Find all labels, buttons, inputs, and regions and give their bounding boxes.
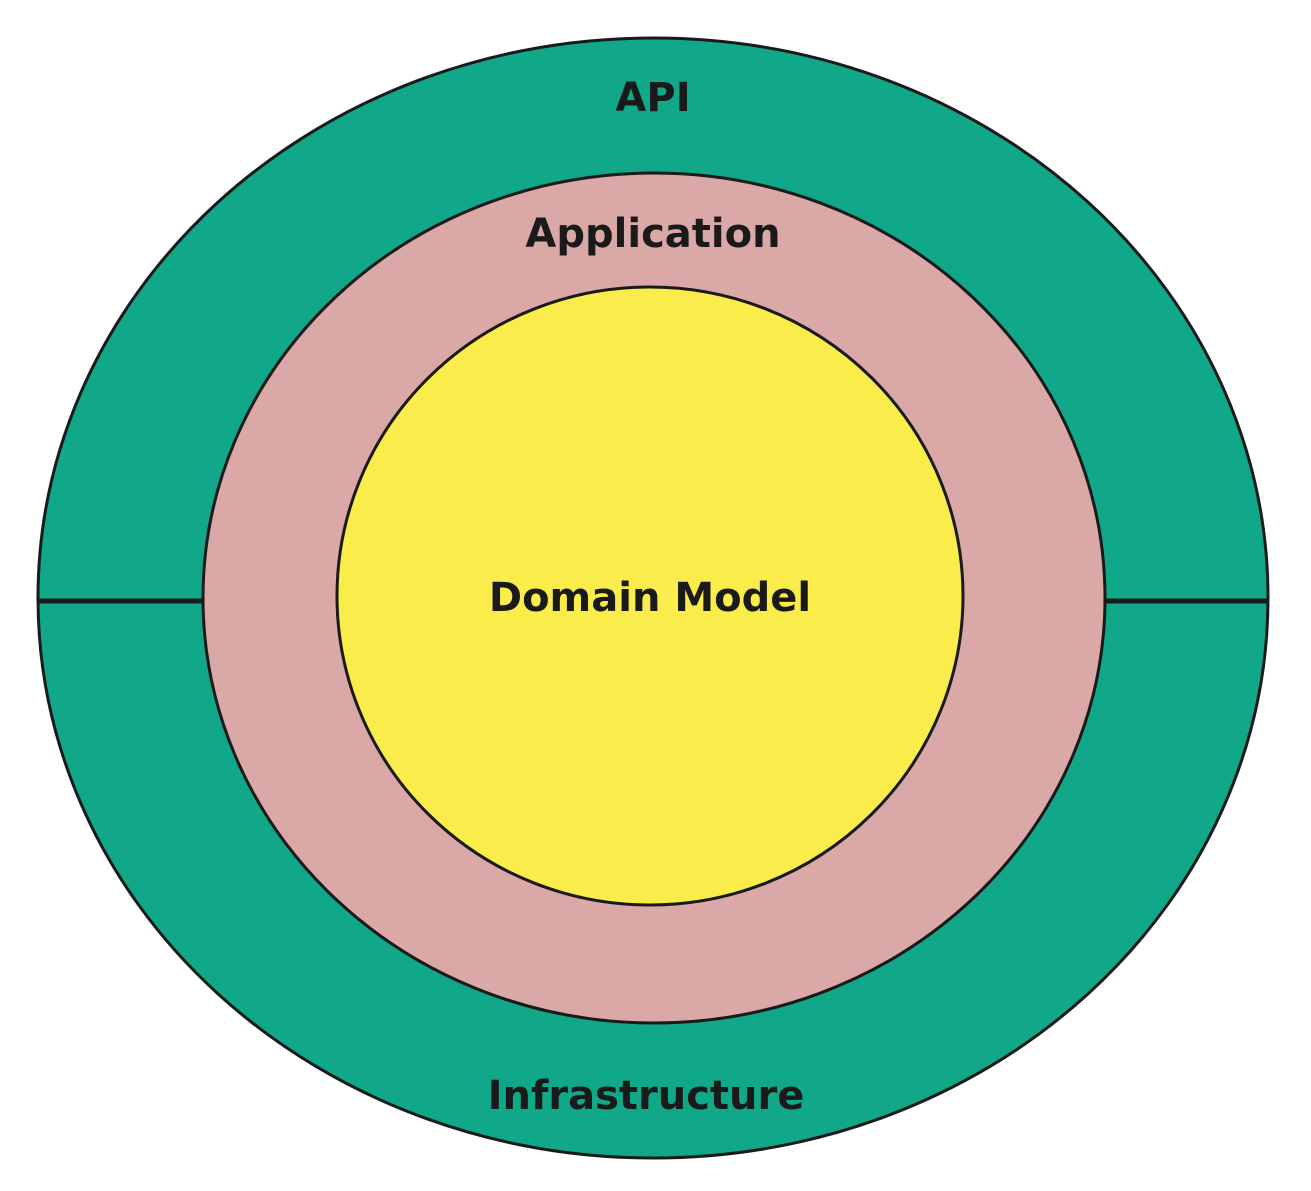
label-infrastructure: Infrastructure	[488, 1073, 805, 1119]
label-application: Application	[525, 211, 780, 257]
inner-layer-ellipse[interactable]	[335, 285, 965, 907]
label-domain-model: Domain Model	[489, 575, 811, 621]
label-api: API	[615, 75, 690, 121]
